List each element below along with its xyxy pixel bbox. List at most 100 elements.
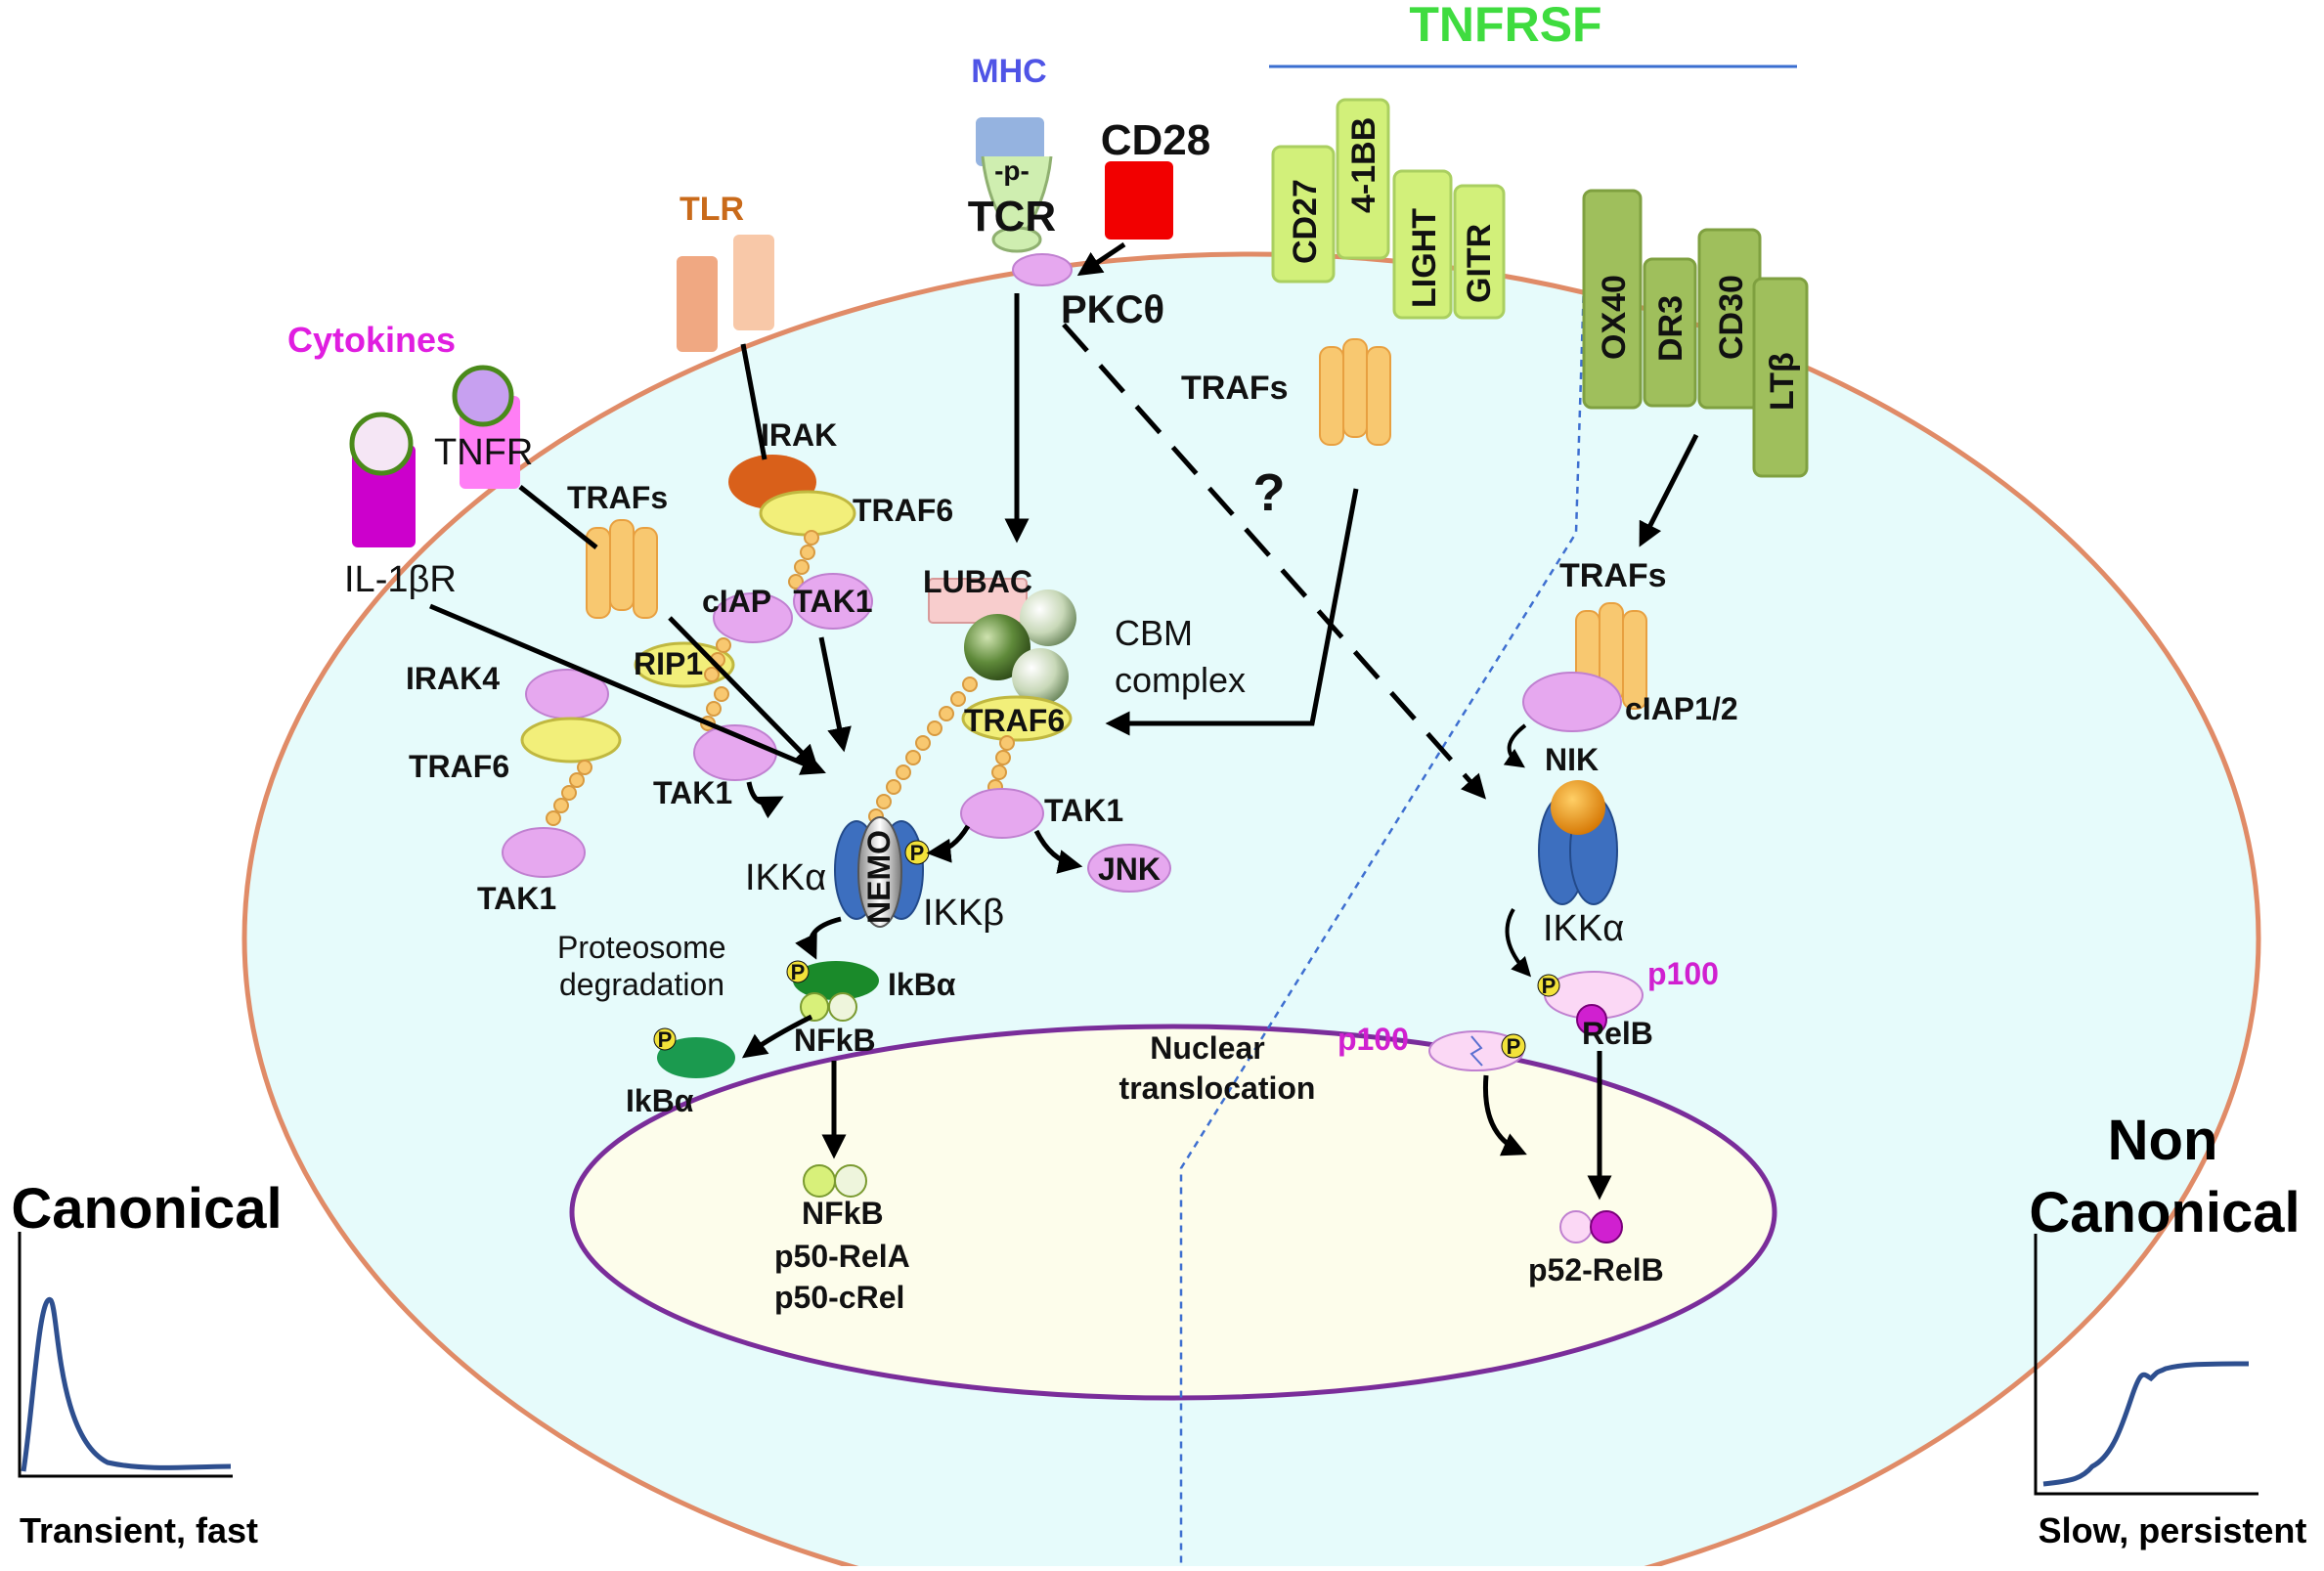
cbm-label-1: CBM [1115,613,1193,653]
il1r-to-ikk-arrow [429,603,826,775]
tak1-d-label: TAK1 [1044,793,1123,828]
ikba-bound-label: IkBα [888,967,956,1002]
cd27-label: CD27 [1287,179,1324,264]
tlr-label: TLR [680,191,744,228]
pathway-arrows [429,293,1699,1200]
tlr-receptor-right [733,235,774,330]
tnfrsf-light-group [1271,98,1506,320]
ox40-label: OX40 [1596,275,1633,360]
cbm-label-2: complex [1115,660,1246,700]
tnfrsf-to-trafs-arrow [1639,433,1699,547]
p50rela-label: p50-RelA [774,1239,910,1274]
il1-ligand [349,412,414,476]
tcr-base [991,226,1042,253]
cytokines-label: Cytokines [287,320,456,360]
peptide-label: -p- [994,155,1030,186]
nemo-label: NEMO [861,830,897,924]
ikba-bound [793,961,879,1000]
tak1-c-protein [502,827,586,878]
p-badge-ikba-free [653,1027,677,1051]
il1br-label: IL-1βR [344,559,457,600]
lubac-label: LUBAC [923,564,1032,599]
persistent-curve-icon [2034,1234,2258,1496]
ikk-to-ikba-arrow [795,916,842,960]
tnf-ligand [452,365,514,427]
ciap-label: cIAP [702,584,771,619]
ikkb-label: IKKβ [923,893,1004,934]
traf6-a-label: TRAF6 [853,493,953,528]
nik-protein [1551,780,1605,835]
relb-label: RelB [1582,1016,1653,1051]
proteosome-label-1: Proteosome [557,930,726,965]
p-label-ikba-free: P [658,1027,673,1052]
tnfrsf-title: TNFRSF [1409,0,1601,52]
ikka-right-label: IKKα [1543,908,1624,949]
trafs-mid-label: TRAFs [1181,370,1289,407]
nuclear-translocation-2: translocation [1119,1070,1316,1106]
tak1-d-protein [960,788,1044,839]
irak-label: IRAK [761,417,837,453]
ciap12-label: cIAP1/2 [1625,691,1738,726]
irak4-label: IRAK4 [406,661,500,696]
p-label-ikk: P [910,841,925,865]
mhc-molecule [976,117,1044,166]
relb-nuc [1590,1210,1623,1244]
ubiquitin-chain-c [546,760,592,826]
tak1d-to-jnk-arrow [1033,829,1083,874]
tnfrsf-dark-group [1582,189,1809,478]
traf6-b-label: TRAF6 [409,749,509,784]
p-badge-p100-b [1501,1033,1526,1059]
trafs-to-ikk-arrow [668,616,819,770]
trafs-left-label: TRAFs [567,480,668,515]
nfkb-rela-nuc [834,1164,867,1198]
cd30-label: CD30 [1713,275,1750,360]
tak1-a-protein [793,573,873,630]
tnfr-label: TNFR [434,432,533,473]
nfkb-cyto-label: NFkB [794,1023,876,1058]
p-label-p100-b: P [1507,1034,1521,1059]
nfkb-nuc-label: NFkB [802,1196,884,1231]
tnfr-to-rip1-arrow [518,485,598,549]
light-label: LIGHT [1406,208,1443,308]
trafs-to-traf6-arrow [1105,488,1359,736]
tcr-label: TCR [968,193,1056,240]
question-mark: ? [1253,463,1286,522]
p52-protein [1559,1210,1593,1244]
p52relb-label: p52-RelB [1528,1252,1664,1287]
p-label-ikba: P [791,960,806,984]
transient-curve-icon [18,1232,233,1478]
tak1-b-label: TAK1 [653,775,732,810]
cbm-sphere-1 [1020,589,1076,646]
ciap-protein [713,592,793,643]
rip1-label: RIP1 [634,646,703,681]
traf6-c-protein [961,695,1073,742]
traf6-c-label: TRAF6 [964,703,1065,738]
ltb-label: LTβ [1764,352,1801,411]
trafs-left-icon [586,519,658,619]
nucleus [569,1024,1777,1401]
p-label-p100-a: P [1542,974,1557,998]
cd28-receptor [1105,161,1173,240]
p-badge-ikba [786,960,810,983]
non-canonical-title-2: Canonical [2029,1181,2300,1244]
trafs-mid-icon [1319,338,1391,446]
relb-a [1576,1004,1607,1035]
cbm-sphere-3 [1012,648,1069,705]
cd28-label: CD28 [1101,116,1211,164]
ikba-free-label: IkBα [626,1083,694,1118]
dr3-label: DR3 [1652,295,1689,362]
ikba-to-degradation-arrow [741,1014,813,1059]
cbm-sphere-2 [964,614,1030,680]
cd28-to-pkc-arrow [1076,241,1126,277]
4-1bb-label: 4-1BB [1345,117,1382,213]
tak1-a-label: TAK1 [793,584,872,619]
nfkb-p50-cyto [800,992,829,1022]
nuclear-translocation-1: Nuclear [1150,1030,1264,1066]
tak1a-to-ikk-arrow [818,636,852,753]
pathway-divider [1179,219,1588,1566]
transient-label: Transient, fast [20,1510,258,1550]
trafs-right-label: TRAFs [1559,557,1667,594]
p50crel-label: p50-cRel [774,1280,904,1315]
